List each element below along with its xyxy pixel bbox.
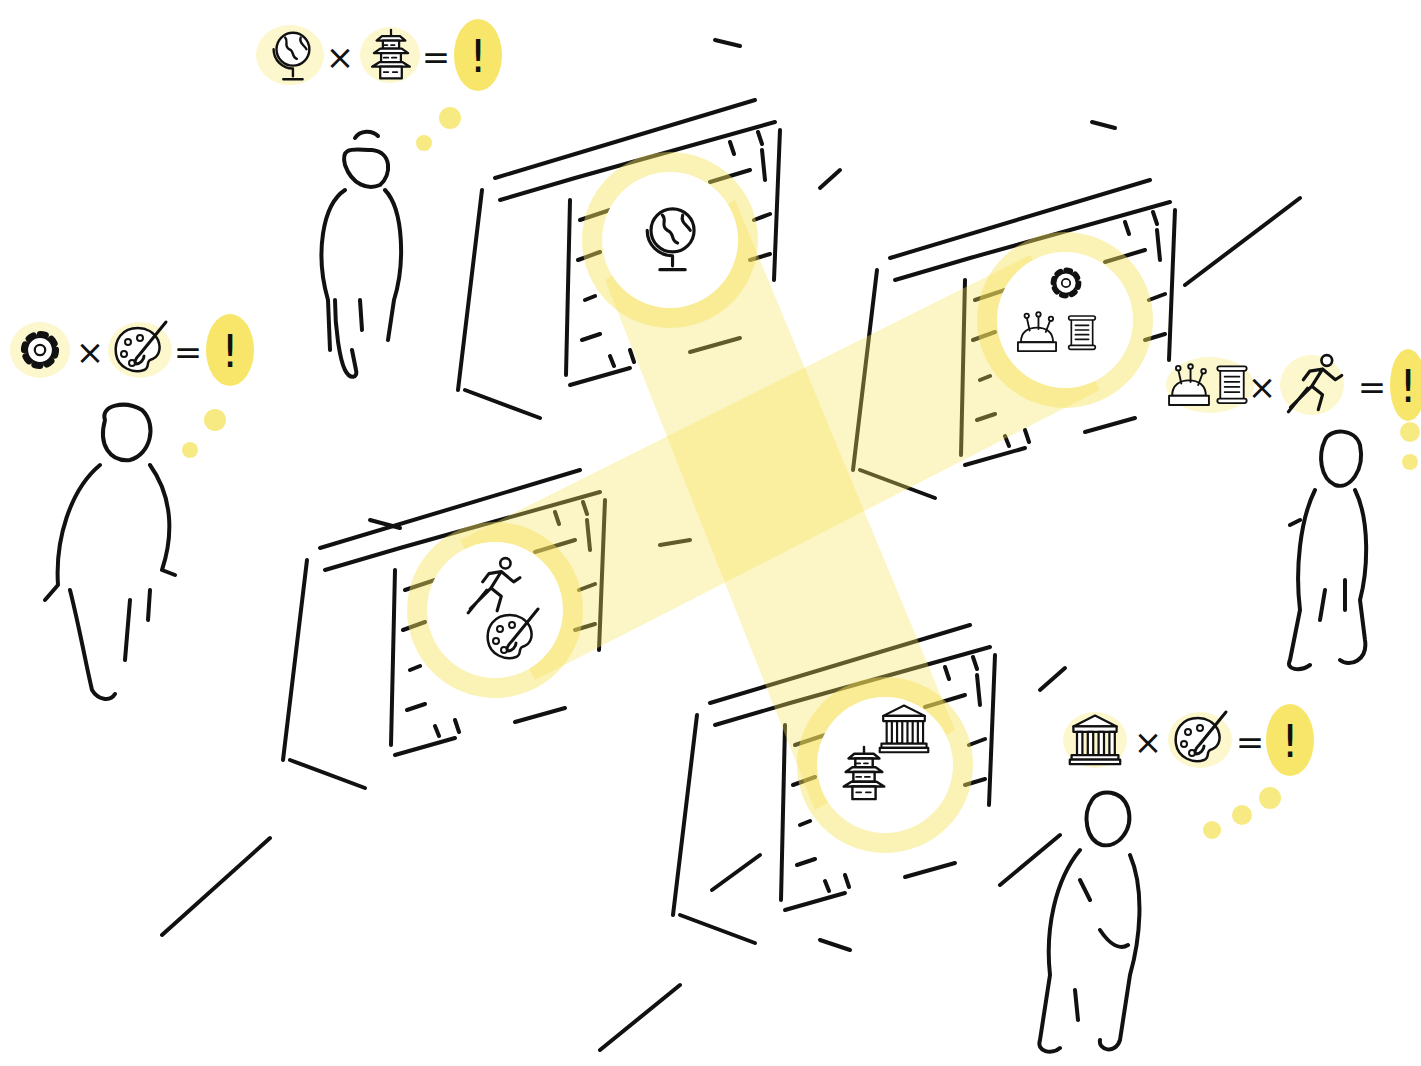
operator-symbol: = [1358,370,1387,404]
operator-symbol: = [422,40,451,74]
operator-symbol: = [174,335,203,369]
operator-symbol: = [1236,725,1265,759]
person [1289,432,1366,670]
exclamation-mark: ! [1399,365,1417,409]
people [45,132,1366,1052]
equation-icons [10,19,1421,776]
operator-symbol: × [1248,370,1277,404]
person [45,405,175,699]
person [1039,792,1139,1051]
exclamation-mark: ! [221,330,239,374]
thought-dots [182,107,1420,839]
person [322,132,402,377]
exclamation-mark: ! [469,35,487,79]
floor-lines [162,40,1300,1050]
operator-symbol: × [326,40,355,74]
book-circles [407,152,1153,853]
exclamation-mark: ! [1281,720,1299,764]
operator-symbol: × [76,335,105,369]
operator-symbol: × [1134,725,1163,759]
